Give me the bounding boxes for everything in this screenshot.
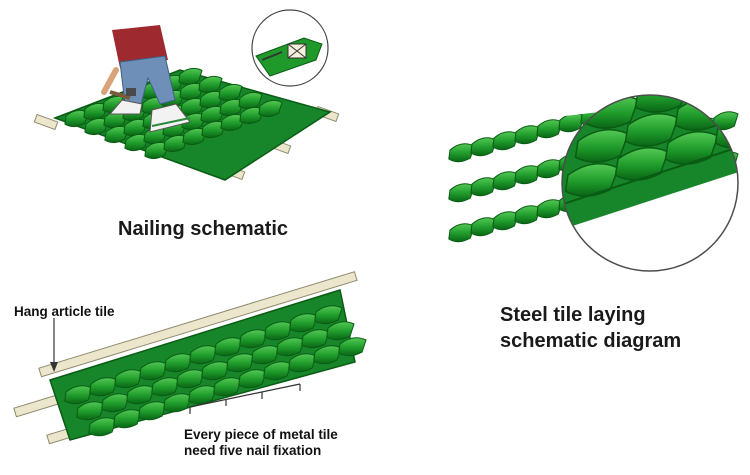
hang-tile (189, 345, 218, 365)
zoom-tile (684, 95, 738, 97)
hang-article-label: Hang article tile (14, 304, 115, 319)
laying-caption-line1: Steel tile laying (500, 304, 646, 326)
roof-tile (219, 98, 244, 117)
panel-tile (448, 183, 475, 203)
hang-tile (139, 361, 168, 381)
hang-tile (301, 329, 330, 349)
panel-tile (470, 137, 497, 157)
magnifier-circle (561, 48, 750, 272)
hang-tile (239, 329, 268, 349)
roof-tile (83, 102, 108, 121)
hang-tile (338, 337, 367, 357)
hang-tile (89, 377, 118, 397)
roof-tile (64, 109, 89, 128)
panel-tile (514, 125, 541, 145)
hang-tile (251, 345, 280, 365)
hang-tile (188, 385, 217, 405)
roof-tile (179, 82, 204, 101)
roof-tile (199, 90, 224, 109)
roof-tile (201, 120, 226, 139)
zoom-tile (574, 129, 629, 163)
hang-tile (151, 377, 180, 397)
nail-note-line1: Every piece of metal tile (184, 427, 338, 442)
hang-tile (314, 305, 343, 325)
panel-tile (470, 217, 497, 237)
nailing-caption: Nailing schematic (118, 218, 289, 240)
roof-tile (238, 91, 263, 110)
laying-caption-line2: schematic diagram (500, 330, 682, 352)
panel-tile (492, 171, 519, 191)
hang-tile (289, 313, 318, 333)
panel-tile (536, 119, 563, 139)
roof-tile (124, 133, 149, 152)
hang-tile (201, 361, 230, 381)
roof-tile (104, 125, 129, 144)
panel-tile (514, 165, 541, 185)
roof-tile (182, 127, 207, 146)
hang-tile (263, 361, 292, 381)
hang-tile (176, 369, 205, 389)
roof-tile (180, 97, 205, 116)
panel-tile (492, 131, 519, 151)
roof-tile (163, 134, 188, 153)
roof-tile (200, 105, 225, 124)
panel-tile (713, 72, 738, 90)
panel-tile (470, 177, 497, 197)
hang-tile-diagram (13, 271, 367, 445)
roof-tile (239, 106, 264, 125)
hang-tile (276, 337, 305, 357)
hang-tile (326, 321, 355, 341)
hang-tile (88, 417, 117, 437)
panel-tile (448, 223, 475, 243)
panel-tile (448, 143, 475, 163)
panel-tile (514, 205, 541, 225)
zoom-tile (736, 48, 750, 80)
hang-tile (113, 409, 142, 429)
nail-fixation-note: Every piece of metal tile need five nail… (184, 427, 338, 459)
hang-tile (164, 353, 193, 373)
roof-tile (220, 113, 245, 132)
hang-tile (288, 353, 317, 373)
laying-panel (445, 48, 750, 272)
zoom-tile (624, 113, 679, 147)
worker-figure (101, 25, 191, 133)
roof-tile (123, 118, 148, 137)
roof-tile (144, 141, 169, 160)
panel-tile (536, 159, 563, 179)
hang-tile (138, 401, 167, 421)
hang-tile (101, 393, 130, 413)
panel-tile (690, 95, 717, 97)
hang-tile (114, 369, 143, 389)
roof-tile (84, 117, 109, 136)
nail-note-line2: need five nail fixation (184, 443, 322, 458)
roof-tile (181, 112, 206, 131)
hang-tile (213, 377, 242, 397)
nail-bracket (189, 383, 301, 408)
nail-detail-inset (251, 9, 329, 87)
panel-tile (536, 199, 563, 219)
hang-tile (163, 393, 192, 413)
panel-tile (492, 211, 519, 231)
roof-tile (258, 99, 283, 118)
hang-tile (214, 337, 243, 357)
hang-tile (238, 369, 267, 389)
hang-tile (264, 321, 293, 341)
roof-tile (218, 83, 243, 102)
hang-tile (64, 385, 93, 405)
hang-tile (126, 385, 155, 405)
hang-tile (313, 345, 342, 365)
zoom-tile (664, 131, 719, 165)
laying-caption: Steel tile laying schematic diagram (500, 302, 681, 354)
roof-tile (178, 67, 203, 86)
roof-tile (198, 75, 223, 94)
hang-tile (226, 353, 255, 373)
hang-tile (76, 401, 105, 421)
